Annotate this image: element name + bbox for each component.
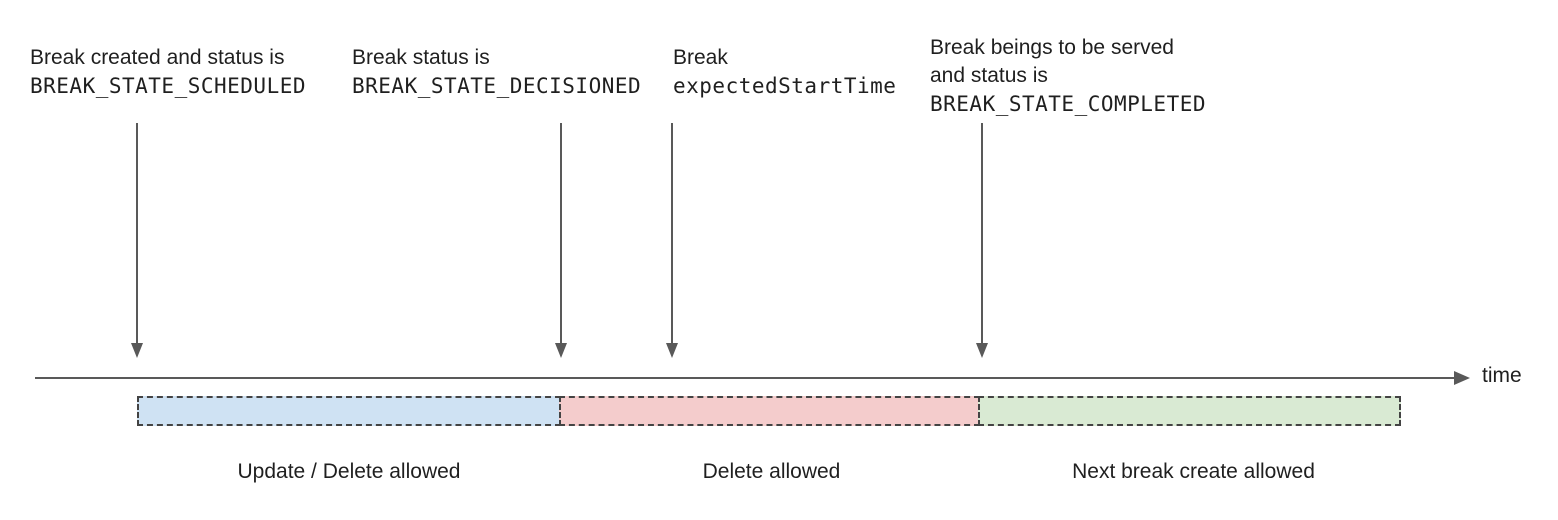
time-axis-line [35, 377, 1456, 379]
segment-caption-next-break: Next break create allowed [1072, 460, 1315, 483]
arrow-head-icon [666, 343, 678, 358]
segment-delete-allowed [559, 396, 980, 426]
annotation-text: Break beings to be served [930, 36, 1174, 59]
annotation-text: Break created and status is [30, 46, 285, 69]
arrow-shaft [560, 123, 562, 343]
time-axis-label: time [1482, 364, 1522, 387]
annotation-code: BREAK_STATE_COMPLETED [930, 92, 1207, 116]
arrow-head-icon [131, 343, 143, 358]
annotation-expected-start-time: Break expectedStartTime [673, 44, 896, 101]
time-axis-arrow-icon [1454, 371, 1470, 385]
annotation-break-decisioned: Break status is BREAK_STATE_DECISIONED [352, 44, 641, 101]
annotation-text: Break status is [352, 46, 490, 69]
segment-caption-delete: Delete allowed [702, 460, 841, 483]
arrow-head-icon [976, 343, 988, 358]
down-arrow-decisioned [554, 123, 568, 358]
segment-update-delete-allowed [137, 396, 561, 426]
annotation-code: BREAK_STATE_DECISIONED [352, 74, 642, 98]
arrow-shaft [136, 123, 138, 343]
annotation-code: expectedStartTime [673, 74, 897, 98]
annotation-text: and status is [930, 64, 1048, 87]
annotation-text: Break [673, 46, 728, 69]
annotation-break-scheduled: Break created and status is BREAK_STATE_… [30, 44, 306, 101]
down-arrow-scheduled [130, 123, 144, 358]
phase-bar [137, 396, 1401, 426]
annotation-code: BREAK_STATE_SCHEDULED [30, 74, 307, 98]
arrow-shaft [981, 123, 983, 343]
annotation-break-completed: Break beings to be served and status is … [930, 34, 1206, 119]
segment-caption-update-delete: Update / Delete allowed [237, 460, 461, 483]
segment-next-break-create-allowed [978, 396, 1401, 426]
arrow-head-icon [555, 343, 567, 358]
down-arrow-expected-start [665, 123, 679, 358]
down-arrow-completed [975, 123, 989, 358]
arrow-shaft [671, 123, 673, 343]
